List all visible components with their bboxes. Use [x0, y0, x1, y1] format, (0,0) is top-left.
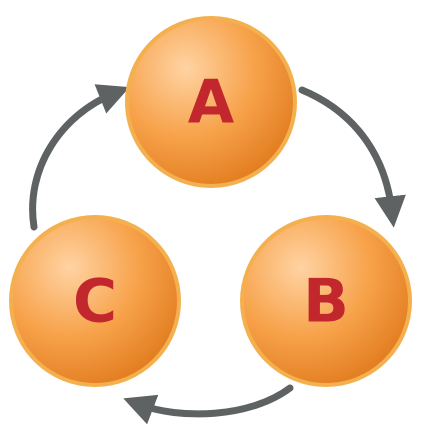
node-c-sphere — [9, 215, 181, 387]
node-b: B — [240, 215, 412, 387]
arrow-a-to-b — [298, 86, 406, 228]
node-c: C — [9, 215, 181, 387]
node-b-sphere — [240, 215, 412, 387]
node-a: A — [125, 16, 297, 188]
node-a-sphere — [125, 16, 297, 188]
arrow-b-to-c — [123, 384, 294, 425]
node-c-label: C — [73, 267, 117, 337]
node-a-label: A — [188, 68, 235, 138]
arrow-c-to-a — [29, 84, 130, 231]
node-b-label: B — [303, 267, 349, 337]
